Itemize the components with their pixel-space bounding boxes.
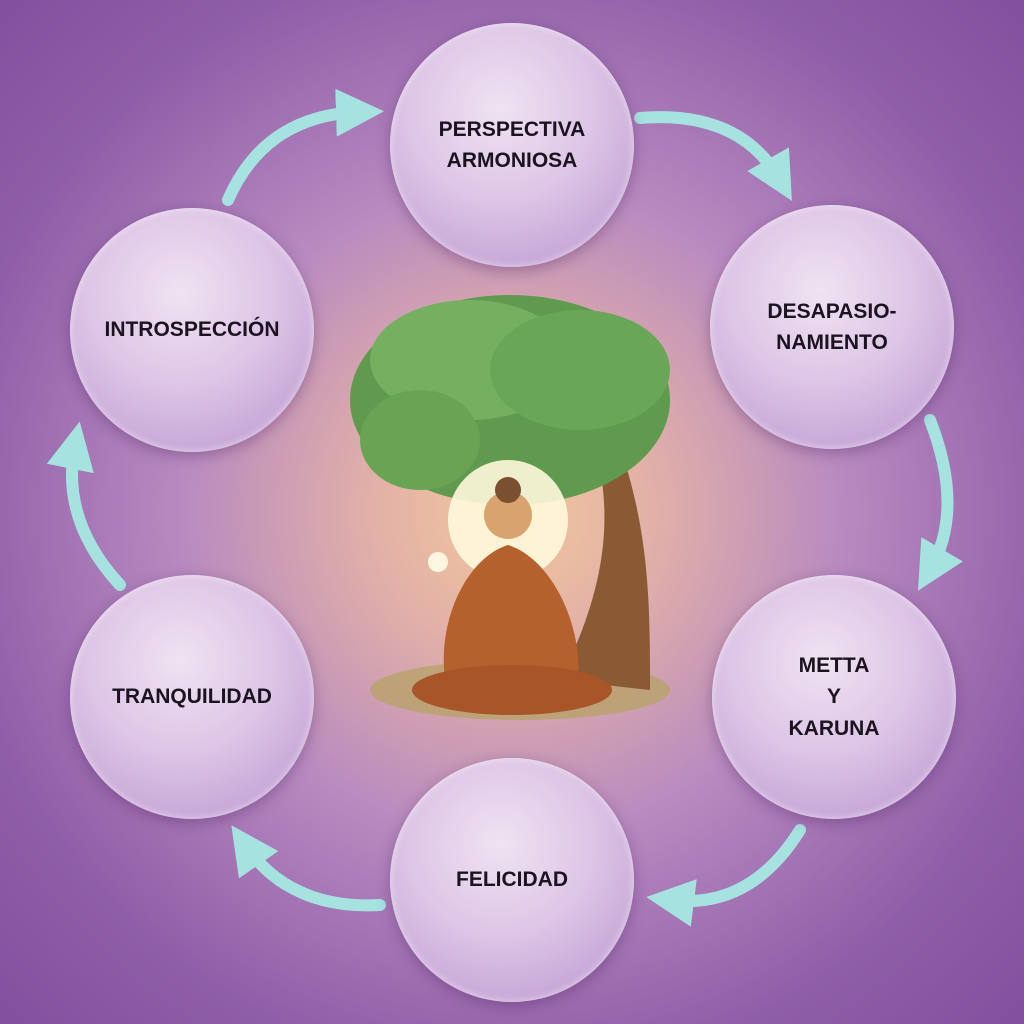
node-label: INTROSPECCIÓN (104, 318, 280, 342)
node-label: PERSPECTIVA ARMONIOSA (438, 117, 586, 173)
arrow-introspeccion-to-perspectiva (222, 88, 384, 206)
node-felicidad: FELICIDAD (390, 758, 634, 1002)
node-perspectiva-armoniosa: PERSPECTIVA ARMONIOSA (390, 23, 634, 267)
buddha-legs (412, 665, 612, 715)
arrow-felicidad-to-tranquilidad (231, 825, 386, 912)
node-desapasionamiento: DESAPASIO- NAMIENTO (710, 205, 954, 449)
node-label: FELICIDAD (456, 868, 568, 892)
arrow-desapasionamiento-to-metta (917, 414, 963, 591)
node-tranquilidad: TRANQUILIDAD (70, 575, 314, 819)
lotus-flower (428, 552, 448, 572)
node-metta-y-karuna: METTA Y KARUNA (712, 575, 956, 819)
node-introspeccion: INTROSPECCIÓN (70, 208, 314, 452)
buddha-robe (443, 545, 579, 700)
tree-trunk (560, 420, 650, 690)
arrow-tranquilidad-to-introspeccion (46, 421, 126, 591)
node-label: METTA Y KARUNA (788, 653, 880, 740)
tree-canopy (350, 295, 670, 505)
buddha-head (484, 491, 532, 539)
node-label: TRANQUILIDAD (112, 685, 272, 709)
node-label: DESAPASIO- NAMIENTO (767, 299, 897, 355)
arrow-metta-to-felicidad (646, 824, 806, 927)
arrow-perspectiva-to-desapasionamiento (634, 111, 792, 201)
